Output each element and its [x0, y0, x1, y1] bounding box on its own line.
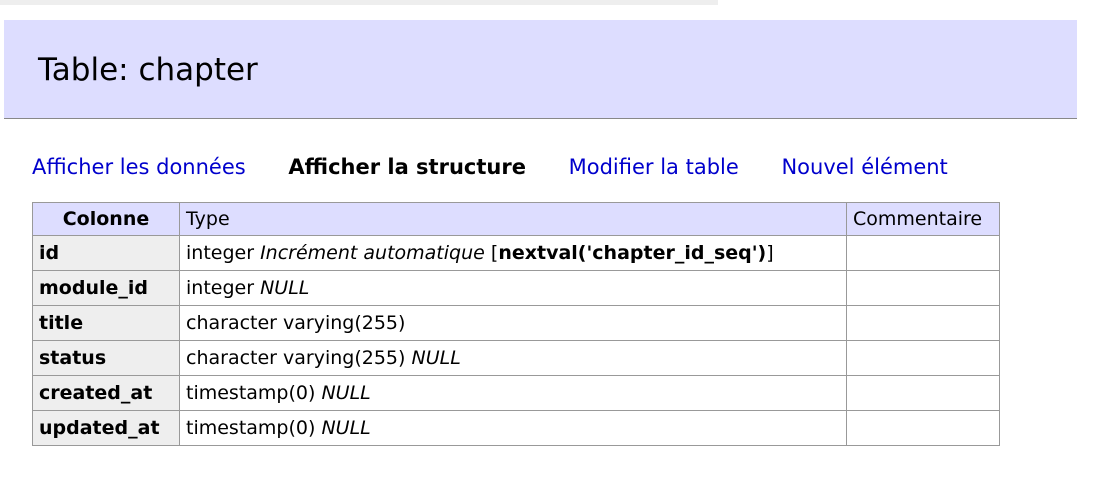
default-value: nextval('chapter_id_seq') — [498, 242, 767, 264]
type-extra: Incrément automatique — [260, 242, 485, 264]
table-row: module_id integer NULL — [32, 270, 1000, 306]
show-data-link[interactable]: Afficher les données — [32, 155, 246, 179]
column-comment — [846, 375, 1000, 411]
table-row: created_at timestamp(0) NULL — [32, 375, 1000, 411]
type-text: integer — [186, 242, 255, 264]
new-item-link[interactable]: Nouvel élément — [781, 155, 948, 179]
show-structure-link: Afficher la structure — [288, 155, 526, 179]
column-name: module_id — [32, 270, 180, 306]
column-name: status — [32, 340, 180, 376]
column-type: character varying(255) NULL — [179, 340, 847, 376]
column-type: integer NULL — [179, 270, 847, 306]
column-name: created_at — [32, 375, 180, 411]
column-comment — [846, 340, 1000, 376]
column-comment — [846, 235, 1000, 271]
type-extra: NULL — [321, 417, 371, 439]
table-action-links: Afficher les données Afficher la structu… — [32, 152, 984, 182]
type-text: timestamp(0) — [186, 417, 316, 439]
type-extra: NULL — [411, 347, 461, 369]
column-name: id — [32, 235, 180, 271]
column-comment — [846, 410, 1000, 446]
type-extra: NULL — [260, 277, 310, 299]
page-title: Table: chapter — [38, 52, 258, 88]
type-header: Type — [179, 202, 847, 236]
column-type: character varying(255) — [179, 305, 847, 341]
column-type: integer Incrément automatique [nextval('… — [179, 235, 847, 271]
alter-table-link[interactable]: Modifier la table — [568, 155, 739, 179]
type-extra: NULL — [321, 382, 371, 404]
type-text: character varying(255) — [186, 347, 406, 369]
column-comment — [846, 305, 1000, 341]
structure-table: Colonne Type Commentaire id integer Incr… — [32, 202, 1000, 446]
table-row: title character varying(255) — [32, 305, 1000, 341]
column-name: updated_at — [32, 410, 180, 446]
comment-header: Commentaire — [846, 202, 1000, 236]
column-type: timestamp(0) NULL — [179, 375, 847, 411]
table-row: updated_at timestamp(0) NULL — [32, 410, 1000, 446]
table-row: id integer Incrément automatique [nextva… — [32, 235, 1000, 271]
top-bar — [0, 0, 718, 5]
default-close: ] — [766, 242, 774, 264]
default-open: [ — [490, 242, 499, 264]
page-header: Table: chapter — [4, 20, 1077, 119]
column-type: timestamp(0) NULL — [179, 410, 847, 446]
type-text: integer — [186, 277, 255, 299]
type-text: timestamp(0) — [186, 382, 316, 404]
column-comment — [846, 270, 1000, 306]
type-text: character varying(255) — [186, 312, 406, 334]
table-row: status character varying(255) NULL — [32, 340, 1000, 376]
column-name: title — [32, 305, 180, 341]
column-header: Colonne — [32, 202, 180, 236]
header-row: Colonne Type Commentaire — [32, 202, 1000, 236]
